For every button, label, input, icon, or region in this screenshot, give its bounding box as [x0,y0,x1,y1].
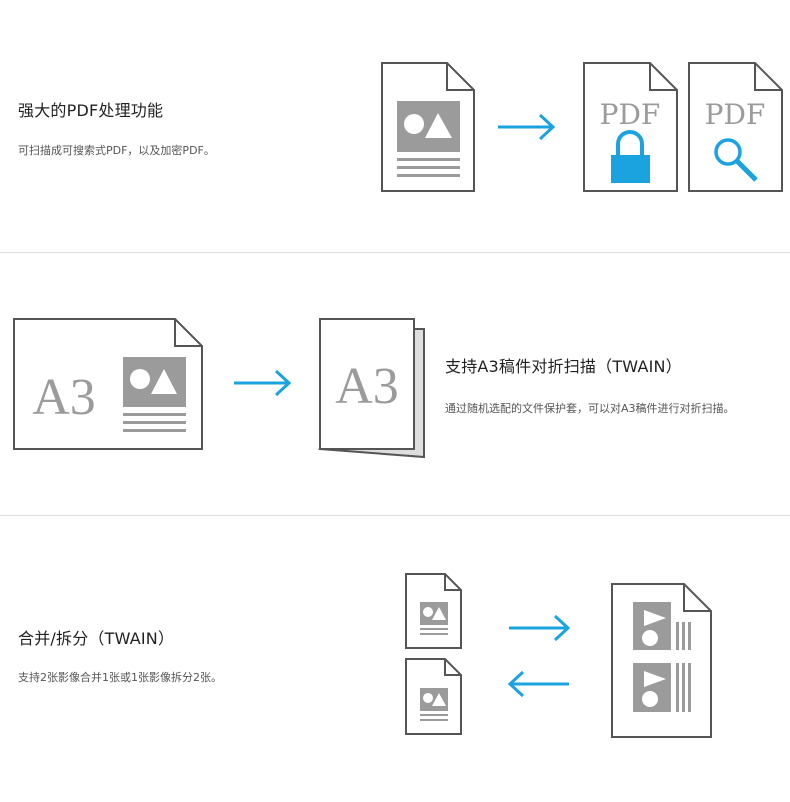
arrow-right-icon [498,113,556,141]
arrow-right-icon [509,614,571,642]
section-description: 支持2张影像合并1张或1张影像拆分2张。 [18,671,222,684]
small-document-icon [405,573,462,649]
section-pdf: 强大的PDF处理功能 可扫描成可搜索式PDF，以及加密PDF。 PDF [0,0,790,252]
arrow-right-icon [234,369,292,397]
section-merge-split: 合并/拆分（TWAIN） 支持2张影像合并1张或1张影像拆分2张。 [0,516,790,802]
small-document-icon [405,658,462,735]
merge-split-illustration [405,573,712,738]
pdf-lock-icon: PDF [583,62,678,192]
section-description: 可扫描成可搜索式PDF，以及加密PDF。 [18,144,215,157]
merged-document-icon [611,583,712,738]
section-title: 合并/拆分（TWAIN） [18,629,175,648]
a3-folded-document-icon: A3 [318,318,425,459]
section-title: 支持A3稿件对折扫描（TWAIN） [445,357,682,376]
pdf-search-icon: PDF [688,62,783,192]
a3-landscape-document-icon: A3 [13,318,203,450]
arrow-left-icon [507,670,569,698]
section-description: 通过随机选配的文件保护套，可以对A3稿件进行对折扫描。 [445,402,735,415]
document-image-icon [381,62,475,192]
a3-label: A3 [335,358,399,415]
section-divider [0,252,790,253]
section-title: 强大的PDF处理功能 [18,101,164,120]
a3-illustration: A3 A3 [13,318,425,459]
section-a3: 支持A3稿件对折扫描（TWAIN） 通过随机选配的文件保护套，可以对A3稿件进行… [0,253,790,515]
pdf-label: PDF [600,98,661,131]
section-divider [0,515,790,516]
pdf-illustration: PDF PDF [381,62,783,192]
pdf-label: PDF [705,98,766,131]
a3-label: A3 [32,369,96,426]
